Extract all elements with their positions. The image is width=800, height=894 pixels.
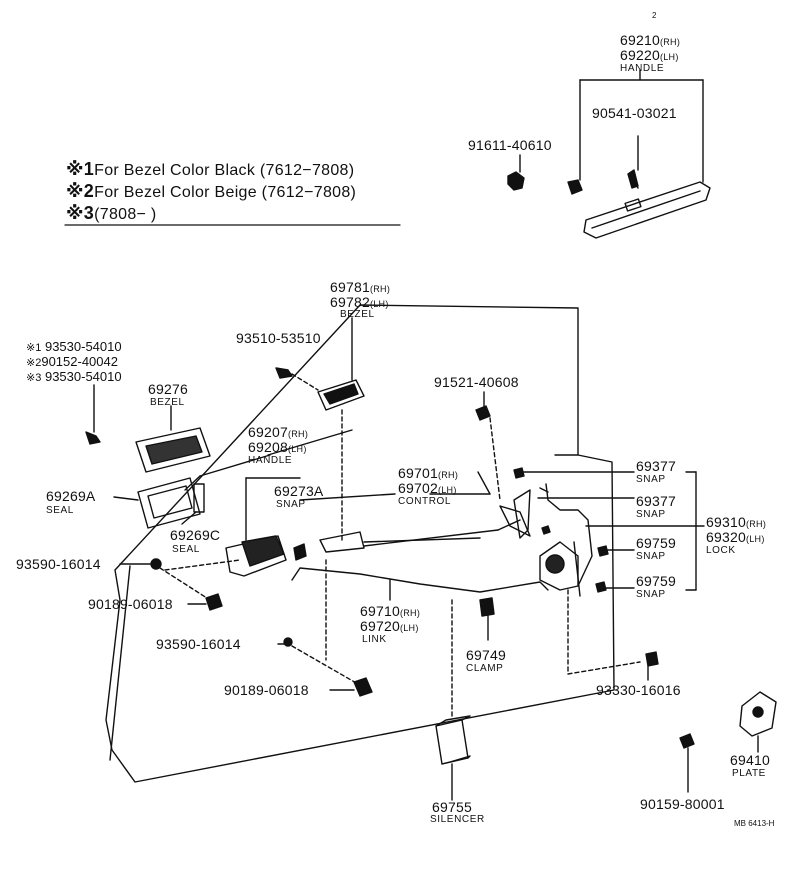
label-link-name: LINK	[362, 634, 387, 645]
screw-93330-drawing	[567, 589, 659, 681]
snap-drawings	[513, 467, 609, 593]
label-handle-outer-rh: 69210(RH)	[620, 32, 681, 48]
label-69377-a-name: SNAP	[636, 474, 666, 485]
label-silencer: 69755	[432, 799, 472, 815]
label-69273a-name: SNAP	[276, 499, 306, 510]
label-69276-name: BEZEL	[150, 397, 185, 408]
label-69759-b-name: SNAP	[636, 589, 666, 600]
label-93510: 93510-53510	[236, 330, 321, 346]
grommet-a-drawing	[119, 558, 241, 601]
label-clamp-name: CLAMP	[466, 663, 504, 674]
legend-note-3: ※3(7808− )	[66, 203, 157, 223]
label-alt-1: ※1 93530-54010	[26, 339, 122, 354]
label-lock-name: LOCK	[706, 545, 736, 556]
leader-lines	[477, 471, 705, 591]
label-93330: 93330-16016	[596, 682, 681, 698]
label-69377-b-name: SNAP	[636, 509, 666, 520]
label-69377-a: 69377	[636, 458, 676, 474]
drawing-code: MB 6413-H	[734, 819, 775, 828]
label-69759-b: 69759	[636, 573, 676, 589]
label-69269c-name: SEAL	[172, 544, 200, 555]
label-93590-a: 93590-16014	[16, 556, 101, 572]
label-handle-inner-lh: 69208(LH)	[248, 439, 307, 455]
label-bezel-lh: 69782(LH)	[330, 294, 389, 310]
snap-69273a-drawing	[293, 543, 307, 561]
clip-drawing	[567, 179, 583, 195]
label-clamp: 69749	[466, 647, 506, 663]
screw-90159-drawing	[679, 733, 695, 793]
label-control-rh: 69701(RH)	[398, 465, 459, 481]
label-plate-name: PLATE	[732, 768, 766, 779]
label-69273a: 69273A	[274, 483, 324, 499]
label-handle-inner-name: HANDLE	[248, 455, 293, 466]
lock-mechanism-drawing	[499, 483, 593, 597]
link-rod-drawing	[291, 567, 549, 601]
label-93590-b: 93590-16014	[156, 636, 241, 652]
nut-a-drawing	[187, 593, 223, 611]
screw-90541-drawing	[627, 135, 639, 189]
label-alt-3: ※3 93530-54010	[26, 369, 122, 384]
outer-handle	[579, 69, 711, 239]
label-link-rh: 69710(RH)	[360, 603, 421, 619]
label-91521: 91521-40608	[434, 374, 519, 390]
bezel-69276-drawing	[135, 405, 211, 473]
label-69759-a: 69759	[636, 535, 676, 551]
label-lock-lh: 69320(LH)	[706, 529, 765, 545]
label-silencer-name: SILENCER	[430, 814, 485, 825]
nut-91611-drawing	[507, 154, 525, 191]
legend-note-1: ※1For Bezel Color Black (7612−7808)	[66, 159, 355, 179]
grommet-b-drawing	[277, 559, 359, 685]
label-handle-outer-name: HANDLE	[620, 63, 665, 74]
label-90541: 90541-03021	[592, 105, 677, 121]
label-lock-rh: 69310(RH)	[706, 514, 767, 530]
seal-69269c-drawing	[181, 483, 205, 525]
label-handle-outer-lh: 69220(LH)	[620, 47, 679, 63]
seal-69269a-drawing	[113, 477, 201, 529]
label-bezel-name: BEZEL	[340, 309, 375, 320]
screw-alt-drawing	[85, 384, 101, 445]
silencer-drawing	[435, 599, 471, 801]
label-90189-b: 90189-06018	[224, 682, 309, 698]
label-69276: 69276	[148, 381, 188, 397]
label-bezel-rh: 69781(RH)	[330, 279, 391, 295]
label-control-name: CONTROL	[398, 496, 452, 507]
bolt-91521-drawing	[475, 391, 501, 501]
door-panel-outline	[105, 304, 615, 783]
handle-group-line	[109, 565, 131, 761]
screw-93510-drawing	[275, 367, 319, 391]
label-link-lh: 69720(LH)	[360, 618, 419, 634]
label-69269c: 69269C	[170, 527, 221, 543]
label-alt-2: ※290152-40042	[26, 354, 118, 369]
nut-b-drawing	[329, 677, 373, 697]
plate-drawing	[739, 691, 777, 753]
label-69269a: 69269A	[46, 488, 96, 504]
label-90159: 90159-80001	[640, 796, 725, 812]
inner-handle-drawing	[184, 429, 353, 577]
bezel-69781-drawing	[317, 317, 365, 541]
corner-mark: 2	[652, 11, 657, 20]
clamp-drawing	[479, 597, 495, 641]
control-rod-drawing	[299, 493, 521, 553]
label-plate: 69410	[730, 752, 770, 768]
label-control-lh: 69702(LH)	[398, 480, 457, 496]
label-69759-a-name: SNAP	[636, 551, 666, 562]
label-69269a-name: SEAL	[46, 505, 74, 516]
label-69377-b: 69377	[636, 493, 676, 509]
label-90189-a: 90189-06018	[88, 596, 173, 612]
label-handle-inner-rh: 69207(RH)	[248, 424, 309, 440]
legend-note-2: ※2For Bezel Color Beige (7612−7808)	[66, 181, 357, 201]
label-91611: 91611-40610	[468, 137, 552, 153]
